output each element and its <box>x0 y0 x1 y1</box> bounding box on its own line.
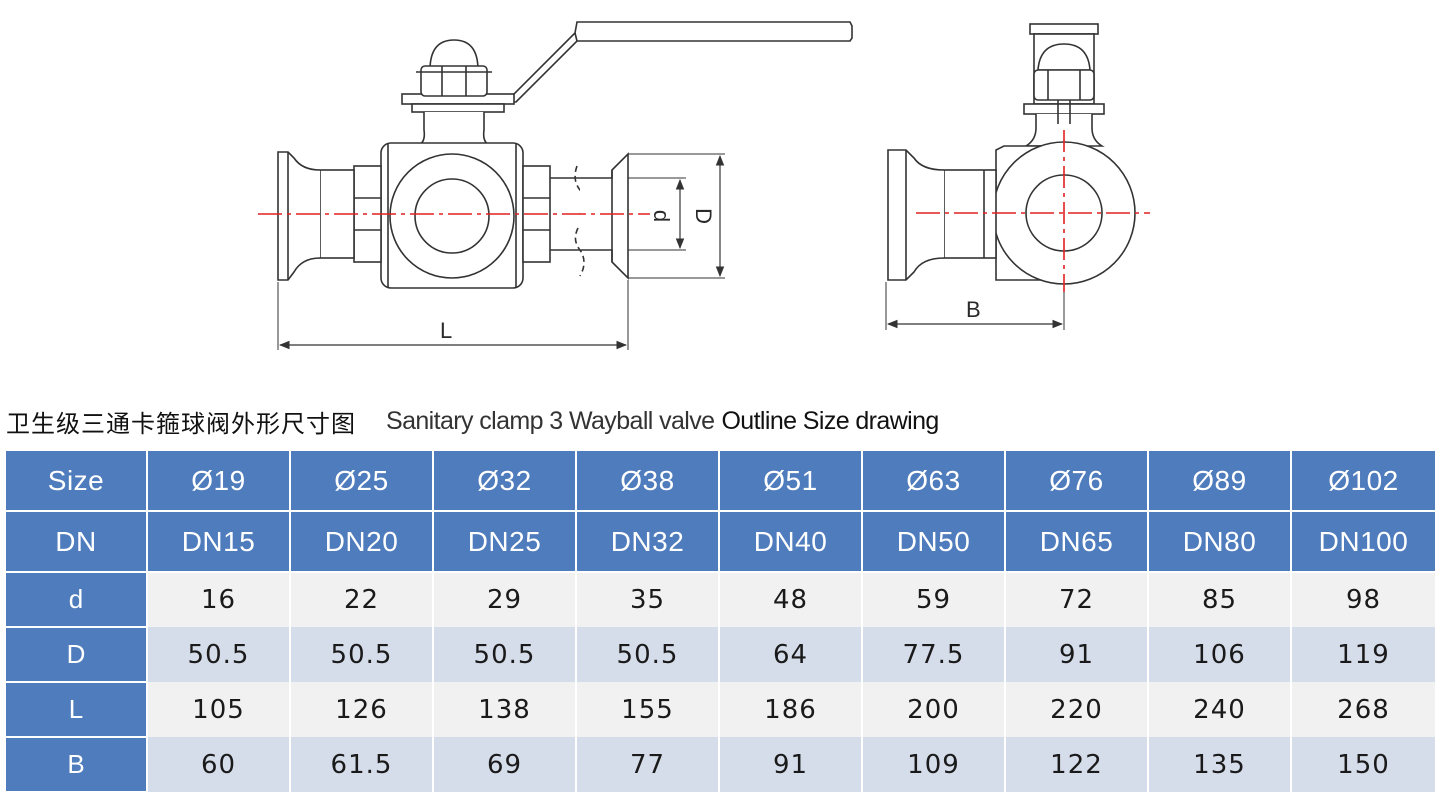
row-label: Size <box>6 451 148 512</box>
table-cell: 50.5 <box>433 627 577 682</box>
dim-label-D: D <box>691 208 716 224</box>
table-cell: 119 <box>1291 627 1437 682</box>
table-cell: 22 <box>290 572 434 627</box>
table-cell: 105 <box>147 682 291 737</box>
title-chinese: 卫生级三通卡箍球阀外形尺寸图 <box>6 409 356 438</box>
table-cell: Ø76 <box>1005 451 1149 512</box>
table-cell: 77 <box>576 737 720 792</box>
table-cell: 77.5 <box>862 627 1006 682</box>
table-cell: Ø38 <box>576 451 720 512</box>
row-label: DN <box>6 511 148 573</box>
table-cell: 16 <box>147 572 291 627</box>
table-cell: Ø102 <box>1291 451 1437 512</box>
table-cell: 98 <box>1291 572 1437 627</box>
table-cell: 240 <box>1148 682 1292 737</box>
table-cell: 59 <box>862 572 1006 627</box>
table-cell: 135 <box>1148 737 1292 792</box>
table-cell: 50.5 <box>147 627 291 682</box>
lever-handle <box>401 21 853 113</box>
side-view <box>885 23 1136 330</box>
table-cell: 85 <box>1148 572 1292 627</box>
table-cell: DN40 <box>719 511 863 573</box>
table-cell: Ø63 <box>862 451 1006 512</box>
table-cell: DN65 <box>1005 511 1149 573</box>
table-cell: DN50 <box>862 511 1006 573</box>
dim-label-B: B <box>966 297 981 322</box>
table-cell: DN15 <box>147 511 291 573</box>
table-cell: 48 <box>719 572 863 627</box>
table-cell: 150 <box>1291 737 1437 792</box>
title-english-part2: Outline Size drawing <box>721 406 939 435</box>
table-cell: 122 <box>1005 737 1149 792</box>
table-cell: Ø25 <box>290 451 434 512</box>
table-cell: 64 <box>719 627 863 682</box>
table-cell: 126 <box>290 682 434 737</box>
table-cell: 60 <box>147 737 291 792</box>
table-cell: DN80 <box>1148 511 1292 573</box>
table-cell: DN32 <box>576 511 720 573</box>
stem-neck <box>415 112 493 147</box>
table-cell: 91 <box>1005 627 1149 682</box>
table-cell: 29 <box>433 572 577 627</box>
table-cell: Ø32 <box>433 451 577 512</box>
table-cell: 106 <box>1148 627 1292 682</box>
front-view <box>277 21 853 350</box>
table-cell: 61.5 <box>290 737 434 792</box>
dim-label-L: L <box>440 318 452 343</box>
table-cell: 50.5 <box>576 627 720 682</box>
table-cell: 109 <box>862 737 1006 792</box>
table-cell: Ø19 <box>147 451 291 512</box>
table-cell: 138 <box>433 682 577 737</box>
table-cell: 91 <box>719 737 863 792</box>
table-cell: DN20 <box>290 511 434 573</box>
table-cell: DN25 <box>433 511 577 573</box>
table-cell: 220 <box>1005 682 1149 737</box>
table-cell: 69 <box>433 737 577 792</box>
table-cell: 200 <box>862 682 1006 737</box>
row-label: L <box>6 682 148 738</box>
table-cell: 186 <box>719 682 863 737</box>
table-cell: 35 <box>576 572 720 627</box>
table-cell: 268 <box>1291 682 1437 737</box>
table-cell: Ø51 <box>719 451 863 512</box>
table-cell: 50.5 <box>290 627 434 682</box>
cap-nut <box>416 39 492 97</box>
row-label: B <box>6 737 148 793</box>
dim-label-d: d <box>649 210 674 222</box>
table-cell: 155 <box>576 682 720 737</box>
table-cell: DN100 <box>1291 511 1437 573</box>
valve-outline-drawing: L D d B <box>258 21 1150 350</box>
table-cell: 72 <box>1005 572 1149 627</box>
title-english-part1: Sanitary clamp 3 Wayball valve <box>386 406 715 435</box>
table-cell: Ø89 <box>1148 451 1292 512</box>
right-pipe-section <box>550 152 629 280</box>
left-clamp-ferrule <box>277 151 355 281</box>
drawing-title: 卫生级三通卡箍球阀外形尺寸图 Sanitary clamp 3 Wayball … <box>6 403 939 439</box>
row-label: d <box>6 572 148 628</box>
row-label: D <box>6 627 148 683</box>
